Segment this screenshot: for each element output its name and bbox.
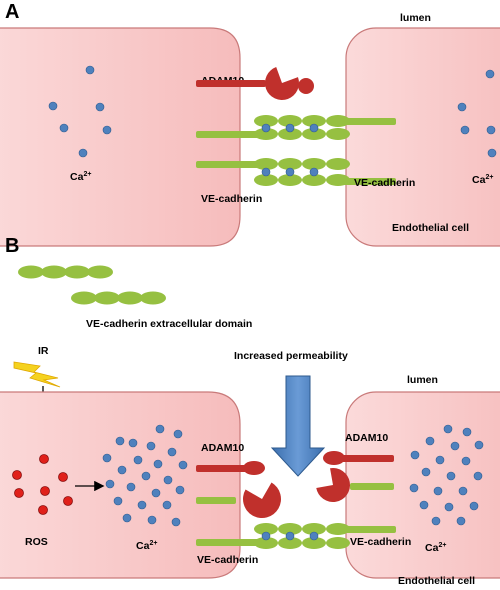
adam10-enzyme-left-b	[243, 482, 281, 518]
endothelial-cell-left-b	[0, 391, 241, 579]
adam10-enzyme-a	[265, 67, 299, 100]
adam10-enzyme-right-b	[316, 468, 350, 502]
panel-a-letter: A	[5, 1, 19, 23]
junction-calcium-a	[261, 123, 319, 177]
adam10-label-right-b: ADAM10	[345, 432, 388, 444]
ve-cadherin-junction-a	[196, 115, 396, 186]
ros-dots	[12, 454, 73, 515]
lumen-label-a: lumen	[400, 12, 431, 24]
ca-label-left-b: Ca2+	[136, 540, 157, 552]
increased-permeability-label: Increased permeability	[234, 350, 348, 362]
endothelial-cell-label-a: Endothelial cell	[392, 222, 469, 234]
adam10-stalk-left-b	[196, 465, 248, 472]
ve-cadherin-label-left-a: VE-cadherin	[201, 193, 262, 205]
adam10-label-left-b: ADAM10	[201, 442, 244, 454]
adam10-cap-left-b	[243, 461, 265, 475]
calcium-ions-left-b	[102, 424, 188, 527]
adam10-fragment-a	[298, 78, 314, 94]
ir-label: IR	[38, 345, 49, 357]
calcium-ions-left-a	[48, 65, 112, 158]
free-extracellular-domains	[18, 265, 166, 305]
ve-cadherin-label-left-b: VE-cadherin	[197, 554, 258, 566]
lumen-label-b: lumen	[407, 374, 438, 386]
ve-cadherin-label-right-a: VE-cadherin	[354, 177, 415, 189]
ve-cadherin-stub-left-b	[196, 497, 236, 504]
endothelial-cell-label-b: Endothelial cell	[398, 575, 475, 587]
ve-cadherin-junction-b	[196, 523, 396, 549]
ve-cadherin-stub-right-b	[350, 483, 394, 490]
endothelial-cell-left-a	[0, 27, 241, 247]
adam10-stalk-a	[196, 80, 266, 87]
junction-calcium-b	[261, 531, 319, 541]
large-down-arrow-icon	[270, 375, 326, 477]
ca-label-left-a: Ca2+	[70, 171, 91, 183]
ca-label-right-a: Ca2+	[472, 174, 493, 186]
panel-b-letter: B	[5, 235, 19, 257]
panel-b: B VE-cadherin extracellular domain IR In…	[0, 235, 500, 587]
extracellular-domain-label: VE-cadherin extracellular domain	[86, 318, 252, 330]
lightning-bolt-icon	[13, 361, 61, 388]
ve-cadherin-label-right-b: VE-cadherin	[350, 536, 411, 548]
ca-label-right-b: Ca2+	[425, 542, 446, 554]
ros-label: ROS	[25, 536, 48, 548]
adam10-stalk-right-b	[338, 455, 394, 462]
adam10-cap-right-b	[323, 451, 345, 465]
calcium-ions-right-b	[409, 424, 484, 526]
endothelial-cell-right-a	[345, 27, 500, 247]
calcium-ions-right-a	[457, 69, 497, 158]
panel-a: A lumen ADAM10	[0, 1, 500, 247]
